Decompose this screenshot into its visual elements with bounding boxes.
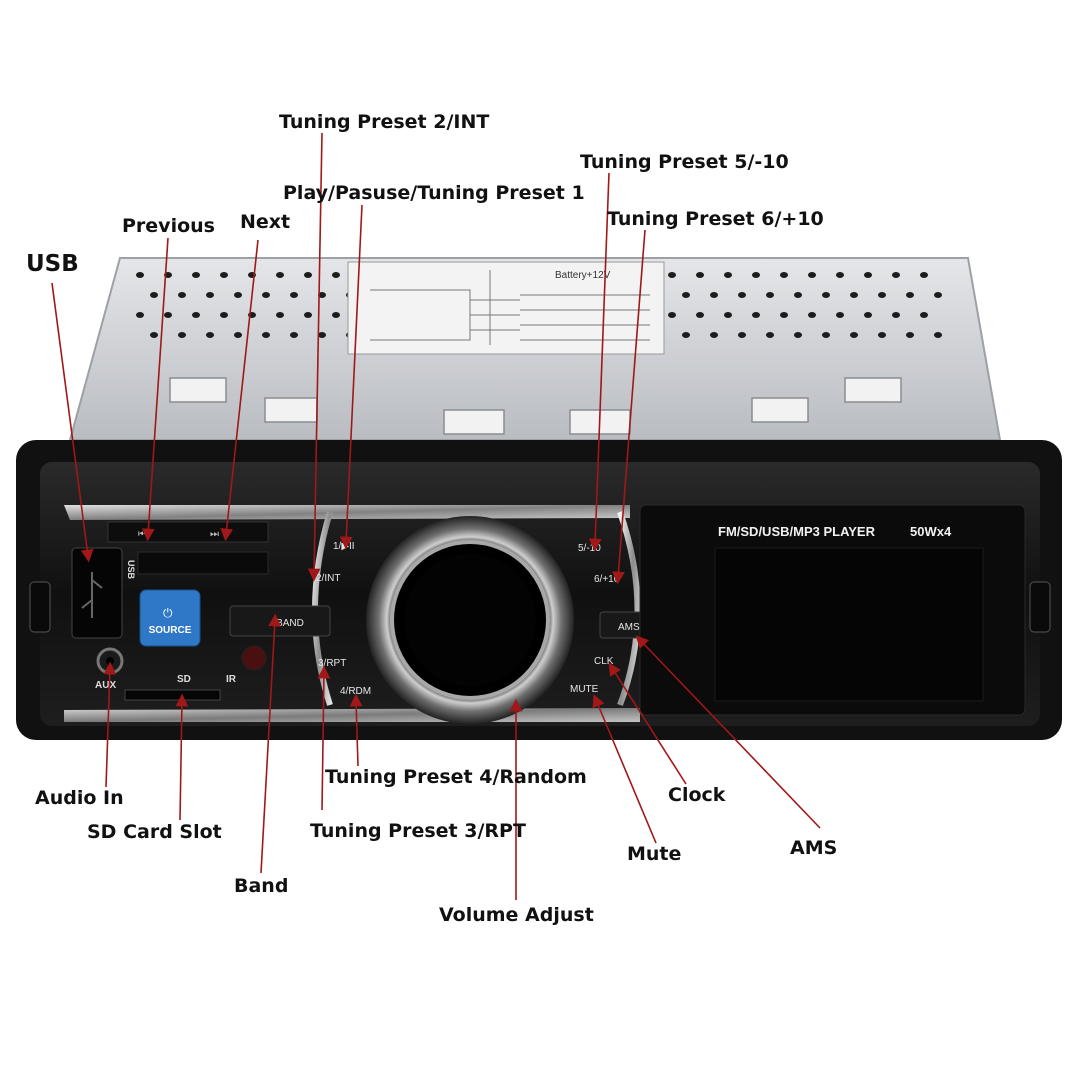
arrow-play-pause — [339, 204, 363, 550]
callout-tuning-preset-5: Tuning Preset 5/-10 — [580, 151, 789, 173]
power-rating: 50Wx4 — [910, 524, 952, 539]
sd-port-label: SD — [177, 674, 191, 685]
callout-audio-in: Audio In — [35, 787, 124, 809]
preset-2-label[interactable]: 2/INT — [316, 573, 340, 584]
callout-tuning-preset-2: Tuning Preset 2/INT — [279, 111, 490, 133]
callout-clock: Clock — [668, 784, 726, 806]
panel-text: FM/SD/USB/MP3 PLAYER — [718, 524, 876, 539]
preset-5-label[interactable]: 5/-10 — [578, 543, 601, 554]
aux-port-label: AUX — [95, 680, 116, 691]
callout-band: Band — [234, 875, 289, 897]
arrow-preset-6 — [612, 229, 646, 585]
arrow-clock — [608, 662, 687, 785]
arrow-ams — [635, 635, 821, 829]
arrow-usb — [51, 282, 94, 563]
arrow-next — [220, 239, 259, 542]
lcd-screen — [714, 547, 984, 702]
arrow-preset-2 — [307, 132, 323, 582]
clk-button-label[interactable]: CLK — [594, 656, 614, 667]
preset-3-label[interactable]: 3/RPT — [318, 658, 346, 669]
preset-4-label[interactable]: 4/RDM — [340, 686, 371, 697]
previous-icon: ⏮ — [138, 529, 147, 540]
next-icon: ⏭ — [210, 529, 219, 540]
ir-sensor — [241, 645, 267, 671]
callout-ams: AMS — [790, 837, 838, 859]
arrow-band — [260, 613, 282, 874]
callout-next: Next — [240, 211, 291, 233]
callout-usb: USB — [26, 251, 79, 277]
callout-tuning-preset-6: Tuning Preset 6/+10 — [607, 208, 824, 230]
source-button-label: SOURCE — [149, 625, 192, 636]
arrow-preset-4 — [349, 693, 363, 767]
arrow-audio-in — [103, 661, 117, 788]
callout-previous: Previous — [122, 215, 215, 237]
arrow-preset-5 — [588, 172, 610, 552]
callout-arrows — [51, 132, 821, 900]
usb-port-label: USB — [126, 560, 136, 580]
sd-card-slot[interactable] — [124, 689, 221, 701]
usb-icon — [81, 572, 103, 618]
wiring-diagram — [370, 270, 650, 345]
callout-mute: Mute — [627, 843, 682, 865]
preset-6-label[interactable]: 6/+10 — [594, 574, 620, 585]
sticker-title: Battery+12V — [555, 270, 611, 281]
prev-next-rocker[interactable] — [107, 521, 269, 543]
callout-tuning-preset-3: Tuning Preset 3/RPT — [310, 820, 526, 842]
mute-button-label[interactable]: MUTE — [570, 684, 599, 695]
arrow-sd-card — [175, 693, 189, 821]
power-icon: ⏻ — [163, 606, 173, 620]
callout-volume-adjust: Volume Adjust — [439, 904, 594, 926]
callout-play-pause: Play/Pasuse/Tuning Preset 1 — [283, 182, 585, 204]
ir-label: IR — [226, 674, 237, 685]
arrow-preset-3 — [317, 665, 331, 811]
metal-chassis: Battery+12V — [68, 257, 1002, 441]
callout-tuning-preset-4: Tuning Preset 4/Random — [325, 766, 587, 788]
display-panel: FM/SD/USB/MP3 PLAYER 50Wx4 — [639, 504, 1026, 716]
usb-port[interactable] — [71, 547, 123, 639]
callout-sd-card-slot: SD Card Slot — [87, 821, 222, 843]
arrow-mute — [592, 694, 657, 844]
source-button[interactable] — [139, 589, 201, 647]
ams-button-label: AMS — [618, 622, 640, 633]
preset-1-label[interactable]: 1/▶II — [333, 541, 355, 552]
arrow-previous — [142, 237, 169, 542]
band-button-label: BAND — [276, 618, 304, 629]
wiring-sticker — [347, 261, 665, 355]
